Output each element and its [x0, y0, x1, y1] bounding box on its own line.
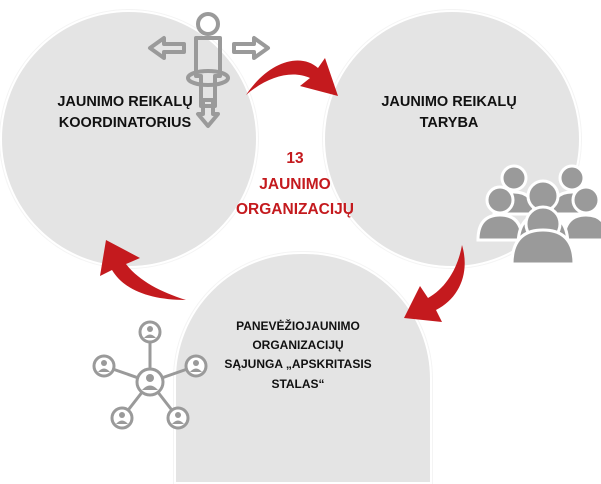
center-summary: 13 JAUNIMO ORGANIZACIJŲ: [220, 146, 370, 223]
council-label-line: TARYBA: [419, 115, 479, 132]
council-label: JAUNIMO REIKALŲ TARYBA: [340, 92, 558, 134]
coordinator-label-line: JAUNIMO REIKALŲ: [57, 94, 193, 110]
network-people-icon: [92, 320, 208, 430]
arrow-coordinator-to-council: [246, 58, 338, 96]
round-table-label: PANEVĖŽIOJAUNIMO ORGANIZACIJŲ SĄJUNGA „A…: [204, 317, 392, 394]
coordinator-label-line: KOORDINATORIUS: [58, 115, 192, 132]
council-label-line: JAUNIMO REIKALŲ: [381, 94, 517, 110]
arrow-council-to-round-table: [404, 245, 465, 322]
coordinator-label: JAUNIMO REIKALŲ KOORDINATORIUS: [18, 92, 232, 134]
center-line: JAUNIMO: [259, 175, 331, 193]
round-table-label-line: PANEVĖŽIOJAUNIMO: [236, 319, 360, 333]
person-directions-icon: [148, 12, 270, 128]
round-table-label-line: SĄJUNGA „APSKRITASIS: [224, 357, 372, 372]
center-count: 13: [286, 150, 304, 167]
group-people-icon: [476, 164, 601, 266]
center-line: ORGANIZACIJŲ: [236, 201, 354, 219]
coordinator-circle: [0, 10, 258, 268]
round-table-label-line: ORGANIZACIJŲ: [252, 338, 344, 353]
round-table-label-line: STALAS“: [271, 376, 325, 391]
arrow-round-table-to-coordinator: [100, 240, 186, 300]
